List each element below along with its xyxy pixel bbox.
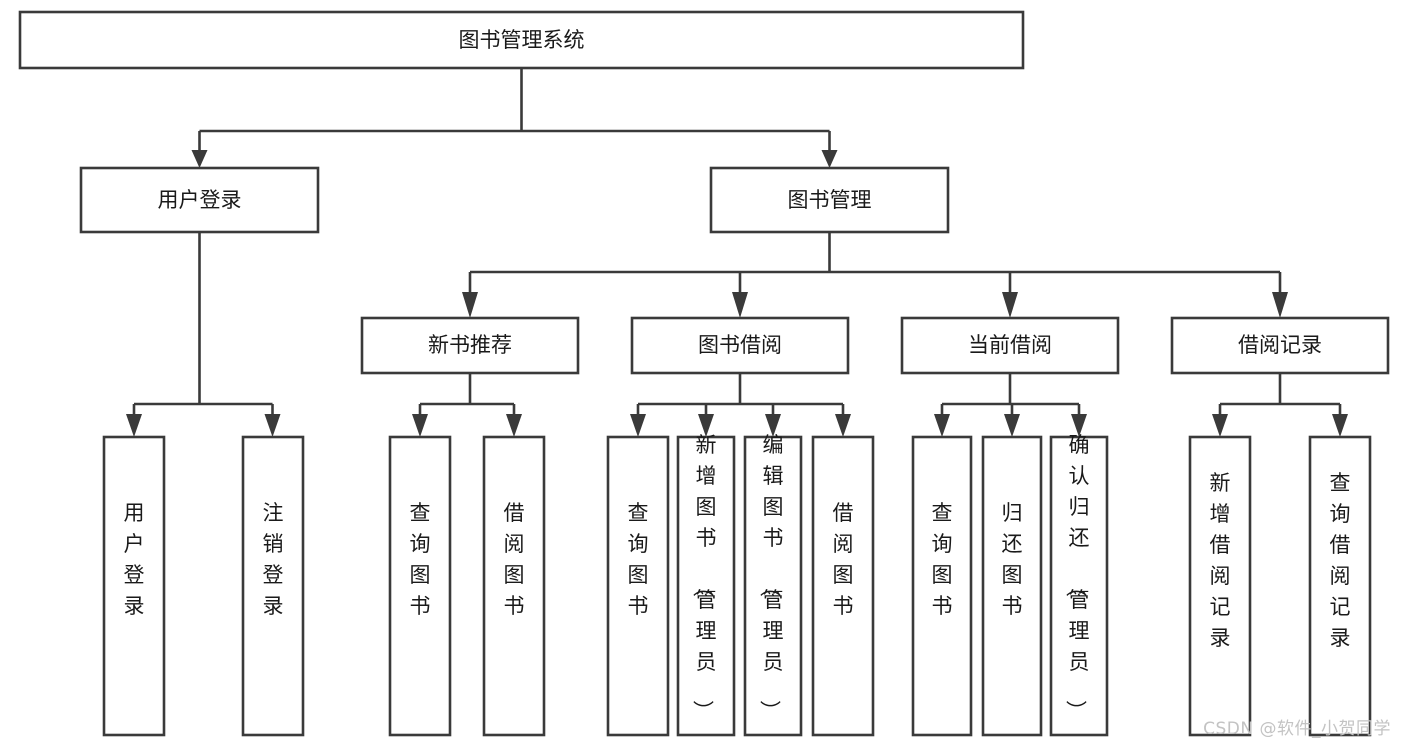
node-leaf-edit-book-admin-box[interactable] xyxy=(743,435,803,737)
node-leaf-borrow-book-borrow-box[interactable] xyxy=(811,435,875,737)
arrowhead-book-borrow xyxy=(732,292,748,318)
arrowhead-user-login xyxy=(191,150,208,168)
arrowhead-leaf-query-book-1 xyxy=(412,414,428,437)
node-new-book-recommend[interactable]: 新书推荐 xyxy=(360,316,580,375)
node-user-login-box[interactable] xyxy=(79,166,320,234)
arrowhead-leaf-return-book xyxy=(1004,414,1020,437)
node-leaf-query-book-newbook-label: 查询图书 xyxy=(410,501,431,618)
node-leaf-logout[interactable]: 注销登录 xyxy=(241,435,305,737)
node-current-borrow[interactable]: 当前借阅 xyxy=(900,316,1120,375)
node-leaf-add-borrow-record-box[interactable] xyxy=(1188,435,1252,737)
arrowhead-leaf-query-book-3 xyxy=(934,414,950,437)
node-root-box[interactable] xyxy=(18,10,1025,70)
node-leaf-confirm-return-admin-label: 确认归还（管理员） xyxy=(1064,433,1090,721)
node-leaf-edit-book-admin[interactable]: 编辑图书（管理员） xyxy=(743,433,803,737)
arrowhead-borrow-record xyxy=(1272,292,1288,318)
node-book-borrow-label: 图书借阅 xyxy=(698,333,782,357)
csdn-watermark: CSDN @软件_小贺同学 xyxy=(1203,719,1391,739)
node-borrow-record-box[interactable] xyxy=(1170,316,1390,375)
node-leaf-return-book-box[interactable] xyxy=(981,435,1043,737)
node-leaf-add-book-admin[interactable]: 新增图书（管理员） xyxy=(676,433,736,737)
node-root-label: 图书管理系统 xyxy=(459,28,585,52)
node-book-management-box[interactable] xyxy=(709,166,950,234)
node-leaf-add-borrow-record[interactable]: 新增借阅记录 xyxy=(1188,435,1252,737)
node-leaf-query-borrow-record-label: 查询借阅记录 xyxy=(1330,471,1351,650)
node-leaf-user-login[interactable]: 用户登录 xyxy=(102,435,166,737)
arrowhead-leaf-query-record xyxy=(1332,414,1348,437)
node-leaf-query-book-current-box[interactable] xyxy=(911,435,973,737)
node-leaf-borrow-book-newbook[interactable]: 借阅图书 xyxy=(482,435,546,737)
arrowhead-book-mgmt xyxy=(821,150,838,168)
arrowhead-leaf-edit-book xyxy=(765,414,781,437)
node-leaf-borrow-book-newbook-label: 借阅图书 xyxy=(504,501,525,618)
node-leaf-query-borrow-record[interactable]: 查询借阅记录 xyxy=(1308,435,1372,737)
node-new-book-recommend-box[interactable] xyxy=(360,316,580,375)
node-leaf-query-book-current[interactable]: 查询图书 xyxy=(911,435,973,737)
node-book-management[interactable]: 图书管理 xyxy=(709,166,950,234)
arrowhead-leaf-borrow-book-2 xyxy=(835,414,851,437)
node-leaf-return-book[interactable]: 归还图书 xyxy=(981,435,1043,737)
node-leaf-query-book-current-label: 查询图书 xyxy=(932,501,953,618)
node-book-management-label: 图书管理 xyxy=(788,188,872,212)
node-leaf-user-login-label: 用户登录 xyxy=(124,501,145,618)
node-book-borrow-box[interactable] xyxy=(630,316,850,375)
node-leaf-add-book-admin-label: 新增图书（管理员） xyxy=(691,433,717,721)
node-leaf-return-book-label: 归还图书 xyxy=(1002,501,1023,618)
node-user-login[interactable]: 用户登录 xyxy=(79,166,320,234)
node-leaf-borrow-book-borrow-label: 借阅图书 xyxy=(833,501,854,618)
node-root[interactable]: 图书管理系统 xyxy=(18,10,1025,70)
arrowhead-leaf-add-record xyxy=(1212,414,1228,437)
arrowhead-leaf-logout xyxy=(264,414,281,437)
node-leaf-add-book-admin-box[interactable] xyxy=(676,435,736,737)
node-leaf-query-book-borrow-box[interactable] xyxy=(606,435,670,737)
node-leaf-query-book-newbook[interactable]: 查询图书 xyxy=(388,435,452,737)
node-borrow-record-label: 借阅记录 xyxy=(1238,333,1322,357)
arrowhead-leaf-confirm-return xyxy=(1071,414,1087,437)
node-book-borrow[interactable]: 图书借阅 xyxy=(630,316,850,375)
arrowhead-new-book-rec xyxy=(462,292,478,318)
node-new-book-recommend-label: 新书推荐 xyxy=(428,333,512,357)
node-leaf-add-borrow-record-label: 新增借阅记录 xyxy=(1210,471,1231,650)
node-leaf-logout-box[interactable] xyxy=(241,435,305,737)
node-user-login-label: 用户登录 xyxy=(158,188,242,212)
node-leaf-user-login-box[interactable] xyxy=(102,435,166,737)
arrowhead-leaf-query-book-2 xyxy=(630,414,646,437)
node-leaf-confirm-return-admin[interactable]: 确认归还（管理员） xyxy=(1049,433,1109,737)
node-borrow-record[interactable]: 借阅记录 xyxy=(1170,316,1390,375)
arrowhead-leaf-borrow-book-1 xyxy=(506,414,522,437)
connector-layer xyxy=(126,68,1348,437)
node-leaf-borrow-book-borrow[interactable]: 借阅图书 xyxy=(811,435,875,737)
arrowhead-leaf-user-login xyxy=(126,414,142,437)
node-leaf-query-borrow-record-box[interactable] xyxy=(1308,435,1372,737)
node-leaf-logout-label: 注销登录 xyxy=(263,501,284,618)
node-leaf-borrow-book-newbook-box[interactable] xyxy=(482,435,546,737)
node-current-borrow-box[interactable] xyxy=(900,316,1120,375)
node-leaf-query-book-newbook-box[interactable] xyxy=(388,435,452,737)
arrowhead-current-borrow xyxy=(1002,292,1018,318)
node-leaf-confirm-return-admin-box[interactable] xyxy=(1049,435,1109,737)
arrowhead-leaf-add-book xyxy=(698,414,714,437)
node-leaf-edit-book-admin-label: 编辑图书（管理员） xyxy=(758,433,784,721)
node-leaf-query-book-borrow[interactable]: 查询图书 xyxy=(606,435,670,737)
node-current-borrow-label: 当前借阅 xyxy=(968,333,1052,357)
node-leaf-query-book-borrow-label: 查询图书 xyxy=(628,501,649,618)
